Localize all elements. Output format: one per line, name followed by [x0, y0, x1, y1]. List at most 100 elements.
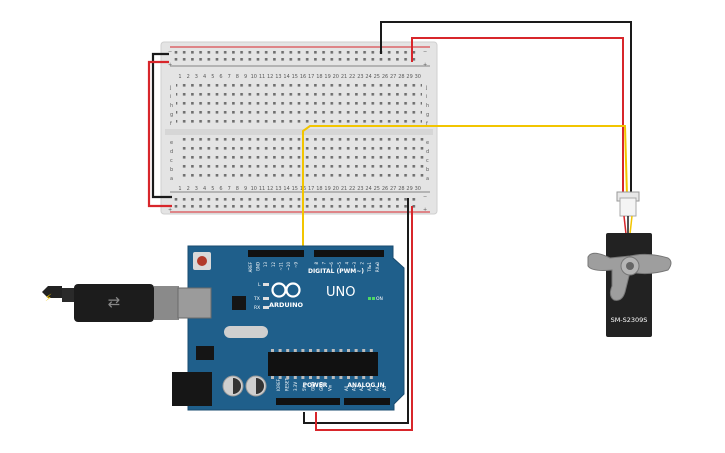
wire-arduino-5v[interactable] [315, 206, 413, 431]
led-rx [263, 306, 269, 309]
column-number: 13 [275, 74, 281, 80]
chip-pin [309, 349, 312, 352]
power-pin-label: Vin [328, 384, 333, 391]
digital-header-left[interactable] [248, 250, 304, 257]
column-number: 24 [365, 74, 371, 80]
digital-header-right[interactable] [314, 250, 384, 257]
servo-screw-icon [626, 262, 634, 270]
on-label: ON [376, 296, 383, 302]
column-number: 14 [283, 74, 289, 80]
digital-pin-label: RX◂0 [375, 262, 380, 273]
column-number: 2 [187, 74, 190, 80]
rail-plus-label-tr: + [423, 62, 427, 68]
regulator-chip [196, 346, 214, 360]
digital-pin-label: ~9 [294, 262, 299, 268]
wire-servo-power[interactable] [411, 37, 624, 196]
column-number: 23 [357, 74, 363, 80]
analog-header[interactable] [344, 398, 390, 405]
column-number: 21 [341, 74, 347, 80]
upper-terminal-strip[interactable] [176, 83, 422, 128]
column-number: 8 [236, 186, 239, 192]
column-number: 11 [259, 186, 265, 192]
digital-pin-label: 12 [271, 262, 276, 268]
power-pin-label: 3.3V [293, 382, 298, 391]
arduino-logo: ARDUINO [269, 282, 304, 309]
servo-motor[interactable]: SM-S2309S [587, 191, 672, 337]
row-letter: j [169, 85, 171, 91]
column-number: 6 [219, 186, 222, 192]
servo-model-label: SM-S2309S [611, 316, 648, 324]
top-power-rail[interactable] [172, 49, 420, 64]
column-number: 10 [251, 186, 257, 192]
row-letter: j [425, 85, 427, 91]
power-pin-label: 5V [302, 385, 307, 391]
chip-pin [354, 349, 358, 352]
center-channel [165, 129, 433, 135]
analog-pin-label: A4 [374, 385, 379, 391]
wire-servo-ground[interactable] [380, 21, 632, 196]
chip-pin [324, 376, 328, 379]
column-number: 4 [203, 74, 206, 80]
analog-pin-label: A2 [359, 385, 364, 391]
digital-pin-label: 13 [263, 262, 268, 268]
chip-pin [293, 376, 297, 379]
column-number: 24 [365, 186, 371, 192]
column-number: 3 [195, 74, 198, 80]
crystal [224, 326, 268, 338]
column-number: 12 [267, 186, 273, 192]
column-number: 29 [406, 74, 412, 80]
chip-pin [339, 349, 343, 352]
column-number: 1 [178, 74, 181, 80]
row-letter: h [170, 103, 173, 109]
usb-symbol-icon: ⇄ [108, 293, 121, 311]
reset-button-cap[interactable] [197, 256, 207, 266]
column-number: 3 [195, 186, 198, 192]
servo-horn[interactable] [587, 252, 672, 301]
infinity-logo-right-icon [285, 282, 301, 298]
chip-pin [347, 376, 350, 379]
analog-pin-label: A0 [344, 385, 349, 391]
power-jack[interactable] [172, 372, 212, 406]
chip-pin [286, 349, 290, 352]
column-number: 22 [349, 186, 355, 192]
column-number: 27 [390, 186, 396, 192]
wire-servo-signal[interactable] [302, 125, 628, 253]
rail-minus-label-tl: − [168, 49, 172, 55]
row-letter: g [426, 112, 429, 118]
column-number: 22 [349, 74, 355, 80]
chip-pin [331, 376, 335, 379]
led-rx-label: RX [254, 305, 260, 311]
column-number: 21 [341, 186, 347, 192]
column-number: 17 [308, 186, 314, 192]
wire-left-ground[interactable] [151, 52, 172, 199]
digital-pin-label: ~11 [278, 262, 283, 271]
lightning-icon: ⚡ [45, 293, 52, 304]
usb-plug-body [74, 284, 154, 322]
column-number: 18 [316, 74, 322, 80]
analog-pin-label: A5 [382, 385, 387, 391]
wire-arduino-ground[interactable] [303, 198, 409, 424]
led-l [263, 283, 269, 286]
rail-minus-label-tr: − [423, 49, 427, 55]
chip-pin [347, 349, 350, 352]
usb-cable-end [42, 286, 62, 298]
analog-pin-label: A3 [367, 385, 372, 391]
lower-terminal-strip[interactable] [178, 138, 424, 183]
column-number: 6 [219, 74, 222, 80]
column-number: 1 [178, 186, 181, 192]
chip-pin [286, 376, 290, 379]
rail-plus-label-bl: + [168, 207, 172, 213]
row-letter: e [170, 140, 173, 146]
column-number: 15 [292, 74, 298, 80]
row-letter: a [426, 176, 429, 182]
wire-left-power[interactable] [147, 60, 172, 208]
usb-b-port[interactable] [177, 287, 212, 319]
power-header[interactable] [276, 398, 340, 405]
bottom-power-rail[interactable] [172, 194, 420, 209]
usb-cable[interactable]: ⚡ ⇄ [42, 284, 179, 322]
column-number: 29 [406, 186, 412, 192]
